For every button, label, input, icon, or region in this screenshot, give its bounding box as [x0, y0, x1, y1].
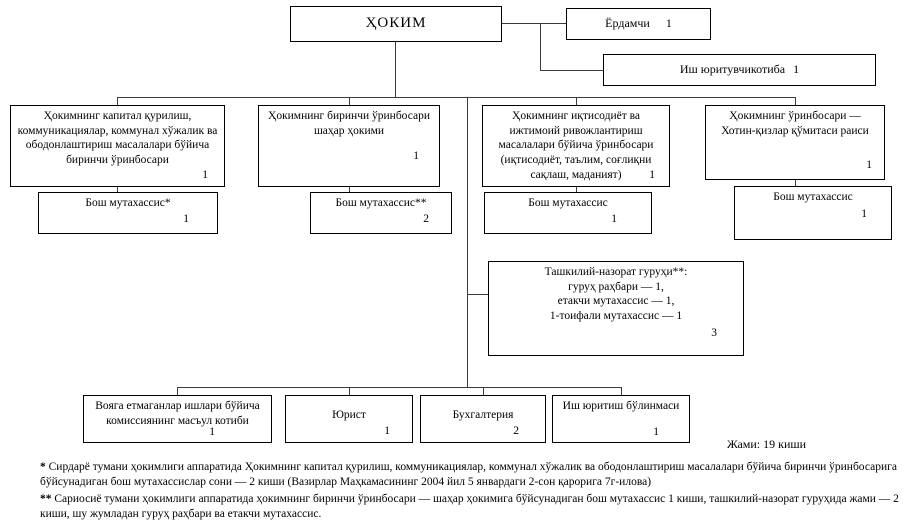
deputy-count: 1 — [202, 169, 208, 182]
connector-line — [117, 187, 118, 192]
hokim-label: ҲОКИМ — [365, 15, 427, 32]
connector-line — [467, 97, 468, 387]
control-group-line: 1-тоифали мутахассис — 1 — [549, 310, 683, 323]
deputy-box-women-committee: Ҳокимнинг ўринбосари — Хотин-қизлар қўми… — [705, 105, 885, 180]
department-count: 1 — [653, 426, 659, 439]
chief-specialist-label: Бош мутахассис — [528, 197, 608, 209]
chief-specialist-label: Бош мутахассис* — [85, 197, 171, 209]
chief-specialist-label: Бош мутахассис** — [335, 197, 427, 209]
chief-specialist-count: 1 — [183, 213, 189, 225]
deputy-label: Ҳокимнинг биринчи ўринбосари шаҳар ҳоким… — [268, 110, 430, 137]
connector-line — [576, 97, 577, 105]
chief-specialist-box: Бош мутахассис 1 — [734, 186, 892, 240]
chief-specialist-box: Бош мутахассис** 2 — [310, 192, 452, 234]
assistant-count: 1 — [665, 16, 672, 31]
control-group-title: Ташкилий-назорат гуруҳи**: — [544, 266, 688, 278]
assistant-label: Ёрдамчи — [605, 16, 650, 31]
deputy-count: 1 — [866, 159, 872, 172]
footnote-marker: * — [40, 461, 46, 473]
department-box-records-office: Иш юритиш бўлинмаси 1 — [552, 395, 690, 443]
deputy-box-capital-construction: Ҳокимнинг капитал қурилиш, коммуникациял… — [10, 105, 225, 187]
connector-line — [540, 23, 541, 70]
footnote-2: ** Сариосиё тумани ҳокимлиги аппаратида … — [40, 492, 908, 522]
deputy-label: Ҳокимнинг капитал қурилиш, коммуникациял… — [17, 110, 218, 167]
chief-specialist-count: 1 — [611, 213, 617, 225]
control-group-line: гуруҳ раҳбари — 1, — [568, 280, 664, 293]
deputy-label: Ҳокимнинг ўринбосари — Хотин-қизлар қўми… — [721, 110, 869, 137]
footnote-1: * Сирдарё тумани ҳокимлиги аппаратида Ҳо… — [40, 460, 908, 491]
department-label: Юрист — [332, 409, 366, 421]
department-count: 2 — [513, 425, 519, 438]
connector-line — [621, 387, 622, 395]
footnote-text: Сирдарё тумани ҳокимлиги аппаратида Ҳоки… — [40, 461, 897, 489]
footnote-text: Сариосиё тумани ҳокимлиги аппаратида ҳок… — [40, 492, 899, 521]
chief-specialist-box: Бош мутахассис 1 — [484, 192, 652, 234]
connector-line — [395, 42, 396, 97]
hokim-box: ҲОКИМ — [290, 6, 502, 42]
chief-specialist-label: Бош мутахассис — [773, 191, 853, 203]
department-box-minors-commission: Вояга етмаганлар ишлари бўйича комиссиян… — [83, 395, 272, 443]
control-group-line: етакчи мутахассис — 1, — [557, 295, 675, 308]
connector-line — [177, 387, 621, 388]
secretary-label: Иш юритувчикотиба — [679, 62, 786, 77]
deputy-count: 1 — [649, 169, 655, 182]
connector-line — [349, 387, 350, 395]
secretary-box: Иш юритувчикотиба 1 — [603, 54, 876, 86]
department-box-lawyer: Юрист 1 — [285, 395, 413, 443]
connector-line — [349, 187, 350, 192]
control-group-box: Ташкилий-назорат гуруҳи**: гуруҳ раҳбари… — [488, 261, 744, 356]
chief-specialist-count: 1 — [861, 208, 867, 220]
connector-line — [795, 180, 796, 186]
chief-specialist-count: 2 — [423, 213, 429, 225]
chief-specialist-box: Бош мутахассис* 1 — [38, 192, 218, 234]
connector-line — [117, 97, 118, 105]
control-group-count: 3 — [711, 327, 717, 340]
connector-line — [483, 387, 484, 395]
connector-line — [349, 97, 350, 105]
connector-line — [467, 294, 488, 295]
connector-line — [576, 187, 577, 192]
deputy-box-first-deputy-city-hokim: Ҳокимнинг биринчи ўринбосари шаҳар ҳоким… — [258, 105, 440, 187]
department-label: Иш юритиш бўлинмаси — [562, 400, 680, 412]
footnotes: * Сирдарё тумани ҳокимлиги аппаратида Ҳо… — [40, 460, 908, 522]
footnote-marker: ** — [40, 492, 52, 505]
connector-line — [117, 97, 796, 98]
secretary-count: 1 — [793, 62, 800, 77]
deputy-count: 1 — [413, 150, 419, 163]
total-staff-label: Жами: 19 киши — [727, 437, 807, 451]
department-count: 1 — [384, 425, 390, 438]
department-count: 1 — [209, 426, 215, 439]
department-label: Бухгалтерия — [452, 409, 514, 421]
deputy-label: Ҳокимнинг иқтисодиёт ва ижтимоий ривожла… — [498, 110, 654, 181]
connector-line — [502, 23, 566, 24]
connector-line — [795, 97, 796, 105]
deputy-box-economy-social: Ҳокимнинг иқтисодиёт ва ижтимоий ривожла… — [482, 105, 670, 187]
department-box-accounting: Бухгалтерия 2 — [420, 395, 546, 443]
connector-line — [540, 70, 603, 71]
connector-line — [177, 387, 178, 395]
assistant-box: Ёрдамчи 1 — [566, 8, 711, 40]
department-label: Вояга етмаганлар ишлари бўйича комиссиян… — [95, 400, 260, 427]
